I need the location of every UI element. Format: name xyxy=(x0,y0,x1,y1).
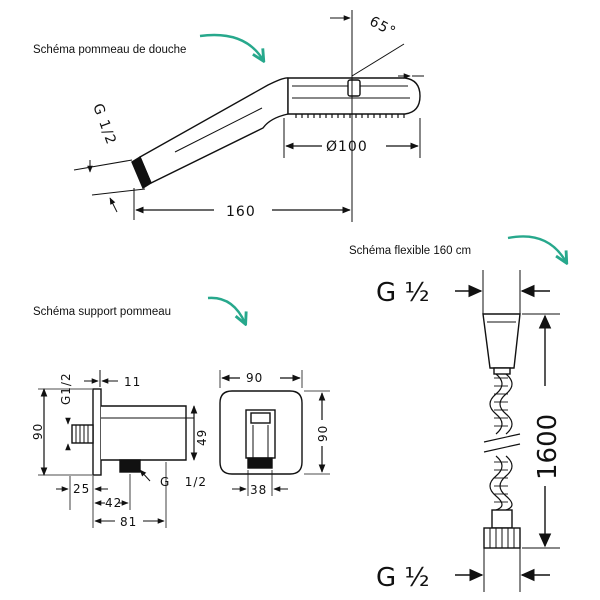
support-dim-42: 42 xyxy=(105,496,122,510)
support-thread-side-label: G1/2 xyxy=(59,372,73,405)
caption-shower-head: Schéma pommeau de douche xyxy=(33,44,187,56)
support-front-view xyxy=(219,370,330,496)
hose-drawing xyxy=(455,270,560,592)
hose-thread-top-label: G ½ xyxy=(376,278,430,308)
support-dim-49: 49 xyxy=(195,429,209,446)
support-thread-bottom-label: G 1/2 xyxy=(160,475,207,489)
support-dim-11: 11 xyxy=(124,375,141,389)
arrow-support xyxy=(207,296,245,323)
arrow-shower-head xyxy=(199,33,263,60)
shower-diameter-label: Ø100 xyxy=(326,139,368,155)
caption-hose: Schéma flexible 160 cm xyxy=(349,245,472,257)
support-dim-90-left: 90 xyxy=(31,423,45,440)
hose-length-label: 1600 xyxy=(533,414,563,480)
caption-support: Schéma support pommeau xyxy=(33,306,172,318)
support-dim-81: 81 xyxy=(120,515,137,529)
shower-length-label: 160 xyxy=(226,204,256,220)
support-side-view xyxy=(38,370,198,528)
hose-thread-bottom-label: G ½ xyxy=(376,563,430,593)
shower-angle-label: 65° xyxy=(367,14,399,41)
support-dim-25: 25 xyxy=(73,482,90,496)
support-front-height: 90 xyxy=(316,425,330,442)
support-front-38: 38 xyxy=(250,483,267,497)
shower-thread-label: G 1/2 xyxy=(89,102,119,148)
arrow-hose xyxy=(507,235,566,262)
support-front-width: 90 xyxy=(246,371,263,385)
shower-head-drawing xyxy=(73,10,424,222)
